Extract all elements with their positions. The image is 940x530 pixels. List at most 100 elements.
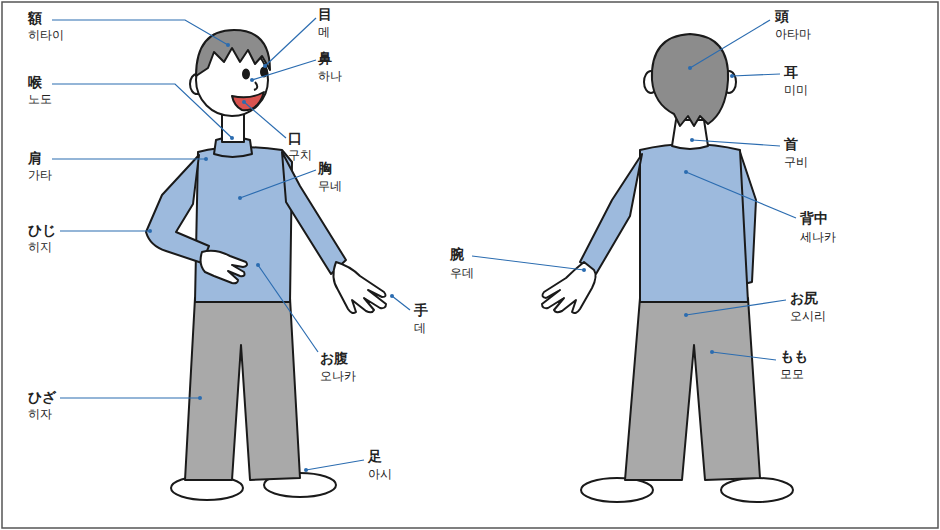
part-name: 額 xyxy=(28,10,42,27)
leader-line xyxy=(244,102,286,138)
leader-line xyxy=(60,230,150,231)
leader-line xyxy=(692,140,780,146)
leader-dot xyxy=(242,100,246,104)
part-reading: 무네 xyxy=(318,179,342,193)
leader-line xyxy=(712,352,776,360)
leader-line xyxy=(690,20,770,68)
front-right-hand xyxy=(333,262,386,313)
leader-dot xyxy=(148,229,152,233)
part-name: 背中 xyxy=(800,210,828,227)
part-name: 目 xyxy=(318,6,332,23)
part-name: 喉 xyxy=(28,74,42,91)
back-shirt xyxy=(640,144,748,302)
part-name: 胸 xyxy=(318,160,332,177)
leader-line xyxy=(732,74,780,76)
front-nose xyxy=(254,82,257,90)
leader-line xyxy=(392,296,410,310)
part-reading: 히자 xyxy=(28,407,52,421)
leader-dot xyxy=(690,138,694,142)
leader-dot xyxy=(230,136,234,140)
leader-line xyxy=(686,172,796,218)
back-left-shoe xyxy=(581,478,653,502)
leader-line xyxy=(686,300,786,315)
part-reading: 구치 xyxy=(288,148,312,162)
part-name: お尻 xyxy=(790,290,818,307)
back-right-shoe xyxy=(721,478,793,502)
back-left-arm xyxy=(580,154,642,274)
leader-line xyxy=(258,265,318,352)
leader-line xyxy=(252,60,316,80)
front-pants xyxy=(185,298,300,480)
leader-dot xyxy=(204,157,208,161)
leader-dot xyxy=(710,350,714,354)
part-reading: 오시리 xyxy=(790,309,826,323)
part-name: 口 xyxy=(288,130,302,147)
part-reading: 모모 xyxy=(780,367,804,381)
part-name: 肩 xyxy=(28,150,42,167)
leader-dot xyxy=(256,263,260,267)
front-left-arm xyxy=(146,155,209,263)
back-hair xyxy=(652,34,728,126)
part-reading: 아시 xyxy=(368,467,392,481)
leader-line xyxy=(265,18,316,66)
back-pants xyxy=(625,298,760,480)
part-name: もも xyxy=(780,348,808,365)
front-left-hand xyxy=(201,251,247,284)
part-reading: 오나카 xyxy=(320,369,356,383)
front-figure xyxy=(146,30,386,500)
leader-lines xyxy=(52,18,796,470)
leader-dot xyxy=(684,313,688,317)
part-name: 耳 xyxy=(784,64,798,81)
leader-dot xyxy=(582,268,586,272)
part-reading: 히타이 xyxy=(28,28,64,42)
back-neck xyxy=(672,120,708,149)
leader-line xyxy=(240,170,316,198)
part-reading: 아타마 xyxy=(775,27,811,41)
leader-dot xyxy=(250,78,254,82)
part-reading: 메 xyxy=(318,25,330,39)
part-reading: 세나카 xyxy=(800,230,836,244)
back-hand xyxy=(542,262,596,313)
part-name: 手 xyxy=(414,302,428,319)
back-figure xyxy=(542,34,793,502)
leader-dot xyxy=(238,196,242,200)
part-name: ひざ xyxy=(28,389,56,406)
leader-dot xyxy=(226,43,230,47)
part-name: 腕 xyxy=(450,246,464,263)
part-reading: 우데 xyxy=(450,266,474,280)
leader-dot xyxy=(688,66,692,70)
part-name: 首 xyxy=(784,136,798,153)
part-reading: 데 xyxy=(414,321,426,335)
leader-dot xyxy=(684,170,688,174)
leader-dot xyxy=(730,74,734,78)
part-reading: 미미 xyxy=(784,83,808,97)
leader-dot xyxy=(304,468,308,472)
part-name: ひじ xyxy=(28,222,56,239)
leader-dot xyxy=(390,294,394,298)
front-shirt xyxy=(195,147,292,302)
leader-dot xyxy=(263,64,267,68)
part-name: 足 xyxy=(368,448,382,465)
part-reading: 가타 xyxy=(28,168,52,182)
part-reading: 노도 xyxy=(28,92,52,106)
leader-line xyxy=(60,397,200,398)
part-name: お腹 xyxy=(320,350,348,367)
leader-line xyxy=(52,84,232,138)
leader-line xyxy=(472,256,584,270)
part-reading: 하나 xyxy=(318,69,342,83)
leader-line xyxy=(52,20,228,45)
front-eye xyxy=(243,70,249,79)
part-name: 鼻 xyxy=(318,50,332,67)
part-reading: 히지 xyxy=(28,240,52,254)
leader-dots xyxy=(148,43,734,472)
front-mouth xyxy=(232,92,264,110)
front-hair xyxy=(196,30,270,76)
leader-dot xyxy=(198,396,202,400)
leader-line xyxy=(306,460,364,470)
part-reading: 구비 xyxy=(784,155,808,169)
part-name: 頭 xyxy=(775,8,789,25)
leader-line xyxy=(52,158,206,159)
